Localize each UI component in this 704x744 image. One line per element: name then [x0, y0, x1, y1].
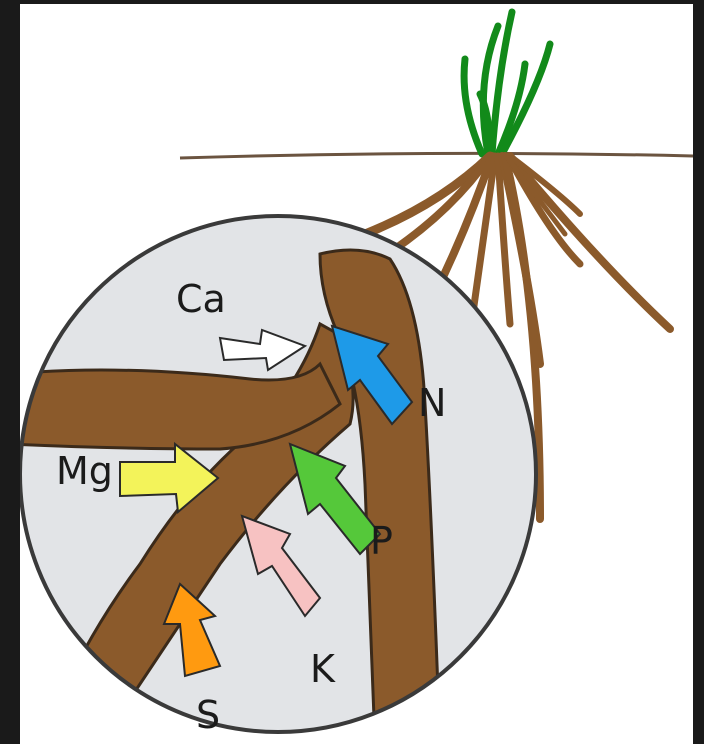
grass-shoot	[464, 12, 550, 154]
diagram-canvas: Ca Mg S K P N	[20, 4, 693, 744]
s-label: S	[196, 693, 220, 737]
root-nutrient-uptake-diagram: Ca Mg S K P N	[20, 4, 693, 744]
k-label: K	[310, 647, 336, 691]
ca-label: Ca	[176, 277, 226, 321]
ground-line	[180, 153, 693, 158]
n-label: N	[418, 381, 446, 425]
mg-label: Mg	[56, 449, 113, 493]
p-label: P	[370, 519, 393, 563]
